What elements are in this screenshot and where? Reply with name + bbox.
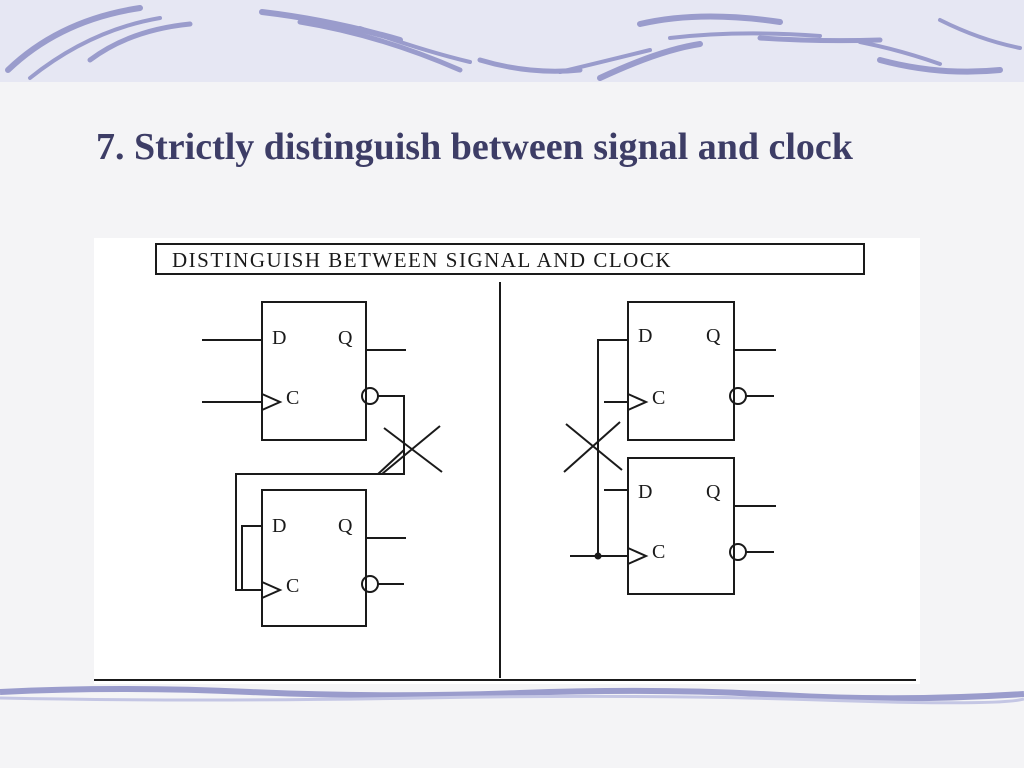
clock-triangle-icon	[627, 547, 649, 565]
junction-dot	[594, 552, 602, 560]
pin-label-c: C	[652, 387, 665, 409]
pin-label-q: Q	[706, 481, 721, 503]
pin-label-c: C	[652, 541, 665, 563]
pin-label-q: Q	[338, 327, 353, 349]
right-bottom-flip-flop	[627, 457, 735, 595]
decorative-swooshes	[5, 5, 1022, 81]
pin-label-q: Q	[706, 325, 721, 347]
bottom-swoosh-thin	[0, 694, 1024, 705]
bottom-swoosh	[0, 686, 1024, 702]
pin-label-d: D	[272, 327, 286, 349]
caption-frame	[155, 243, 865, 275]
pin-label-d: D	[272, 515, 286, 537]
left-bottom-flip-flop	[261, 489, 367, 627]
slide-title: 7. Strictly distinguish between signal a…	[96, 126, 853, 168]
inverter-bubble-icon	[361, 575, 379, 593]
right-top-flip-flop	[627, 301, 735, 441]
inverter-bubble-icon	[729, 387, 747, 405]
flip-flop-diagram: DISTINGUISH BETWEEN SIGNAL AND CLOCK D Q…	[94, 243, 916, 681]
circuit-figure: DISTINGUISH BETWEEN SIGNAL AND CLOCK D Q…	[94, 238, 920, 684]
cross-mark-icon	[381, 425, 443, 475]
left-top-flip-flop	[261, 301, 367, 441]
pin-label-q: Q	[338, 515, 353, 537]
pin-label-d: D	[638, 325, 652, 347]
clock-triangle-icon	[261, 393, 283, 411]
cross-mark-icon	[563, 421, 623, 473]
figure-caption: DISTINGUISH BETWEEN SIGNAL AND CLOCK	[172, 248, 672, 272]
inverter-bubble-icon	[361, 387, 379, 405]
clock-triangle-icon	[261, 581, 283, 599]
pin-label-c: C	[286, 575, 299, 597]
clock-triangle-icon	[627, 393, 649, 411]
pin-label-d: D	[638, 481, 652, 503]
inverter-bubble-icon	[729, 543, 747, 561]
pin-label-c: C	[286, 387, 299, 409]
